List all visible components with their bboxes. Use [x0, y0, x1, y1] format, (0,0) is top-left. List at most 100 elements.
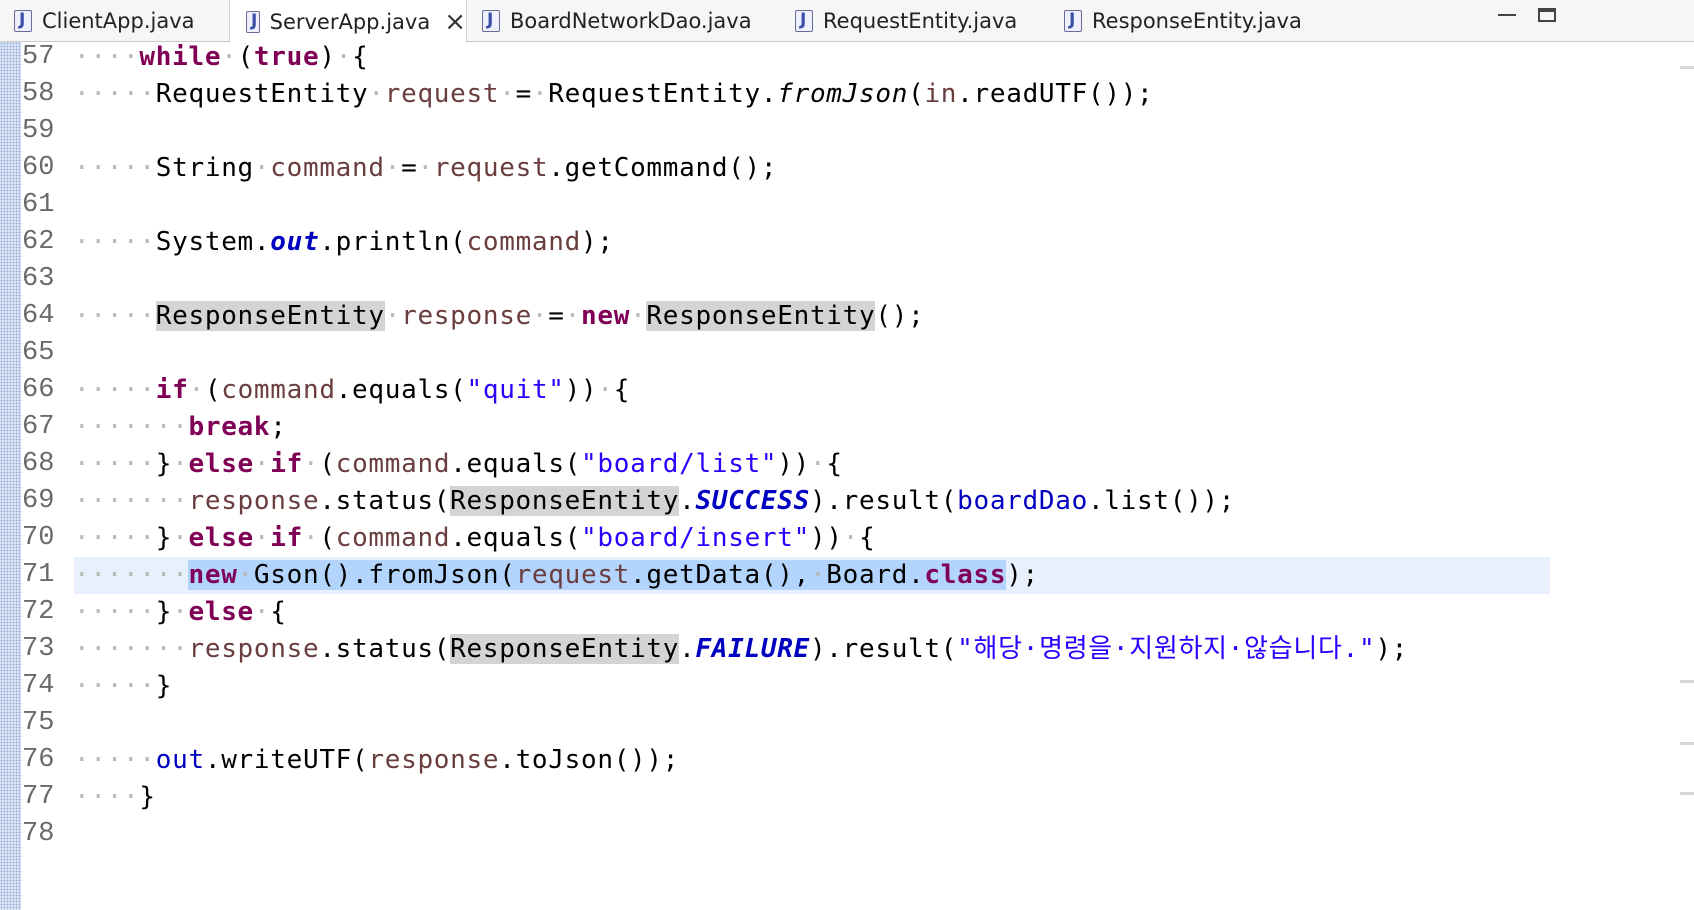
- tab-label: BoardNetworkDao.java: [510, 9, 752, 33]
- code-token: ·: [303, 449, 320, 479]
- code-line[interactable]: 61: [0, 187, 1694, 224]
- code-token: (: [319, 449, 336, 479]
- code-token: {: [352, 42, 369, 72]
- java-file-icon: [246, 10, 260, 33]
- code-token: RequestEntity.: [548, 79, 778, 109]
- tab-server-app[interactable]: ServerApp.java ×: [229, 0, 467, 43]
- code-token: ·····: [74, 79, 156, 109]
- code-line[interactable]: 57 ····while·(true)·{: [0, 42, 1694, 76]
- code-token: .toJson());: [499, 745, 680, 775]
- code-text[interactable]: ·····if·(command.equals("quit"))·{: [74, 372, 630, 409]
- editor-ruler[interactable]: [0, 42, 21, 910]
- code-token: {: [270, 597, 287, 627]
- code-token: response: [188, 486, 320, 516]
- code-token: {: [859, 523, 876, 553]
- code-text[interactable]: ·······new·Gson().fromJson(request.getDa…: [74, 557, 1039, 594]
- code-token: ResponseEntity: [155, 301, 385, 331]
- code-token: ·: [368, 79, 385, 109]
- tab-client-app[interactable]: ClientApp.java: [0, 0, 228, 42]
- code-token: .getCommand();: [548, 153, 778, 183]
- code-token: "board/insert": [581, 523, 810, 553]
- code-token: }: [139, 782, 156, 812]
- overview-marker[interactable]: [1680, 792, 1694, 795]
- code-token: ();: [875, 301, 925, 331]
- code-token: else: [188, 449, 254, 479]
- code-text[interactable]: ·····System.out.println(command);: [74, 224, 614, 261]
- code-text[interactable]: ·····String·command·=·request.getCommand…: [74, 150, 777, 187]
- code-token: ·····: [74, 523, 156, 553]
- code-token: out: [155, 745, 205, 775]
- code-token: ·: [630, 301, 647, 331]
- code-text[interactable]: ·····out.writeUTF(response.toJson());: [74, 742, 679, 779]
- code-token: if: [155, 375, 189, 405]
- code-line[interactable]: 63: [0, 261, 1694, 298]
- code-text[interactable]: ·····}·else·{: [74, 594, 287, 631]
- code-line[interactable]: 77····}: [0, 779, 1694, 816]
- code-text[interactable]: ·····RequestEntity·request·=·RequestEnti…: [74, 76, 1153, 113]
- code-token: ·: [172, 523, 189, 553]
- line-number: 57: [22, 42, 55, 72]
- code-line[interactable]: 75: [0, 705, 1694, 742]
- overview-marker[interactable]: [1680, 66, 1694, 69]
- code-text[interactable]: ·····}·else·if·(command.equals("board/in…: [74, 520, 875, 557]
- code-line[interactable]: 60·····String·command·=·request.getComma…: [0, 150, 1694, 187]
- code-token: true: [253, 42, 320, 72]
- code-text[interactable]: ·······break;: [74, 409, 287, 446]
- code-line[interactable]: 62·····System.out.println(command);: [0, 224, 1694, 261]
- code-line[interactable]: 72·····}·else·{: [0, 594, 1694, 631]
- code-line[interactable]: 68·····}·else·if·(command.equals("board/…: [0, 446, 1694, 483]
- java-file-icon: [482, 10, 500, 32]
- code-text[interactable]: ····while·(true)·{: [74, 42, 368, 76]
- code-line[interactable]: 66·····if·(command.equals("quit"))·{: [0, 372, 1694, 409]
- code-token: )): [809, 523, 843, 553]
- code-token: (: [319, 523, 336, 553]
- code-token: request: [433, 153, 549, 183]
- code-token: ·······: [74, 412, 189, 442]
- code-token: ·····: [74, 301, 156, 331]
- code-text[interactable]: ·····}·else·if·(command.equals("board/li…: [74, 446, 843, 483]
- code-line[interactable]: 67·······break;: [0, 409, 1694, 446]
- code-text[interactable]: ·····}: [74, 668, 172, 705]
- line-number: 69: [22, 486, 55, 516]
- code-token: ): [319, 42, 336, 72]
- maximize-icon[interactable]: [1538, 8, 1556, 22]
- code-token: ·····: [74, 597, 156, 627]
- close-icon[interactable]: ×: [444, 6, 466, 37]
- code-token: if: [270, 523, 303, 553]
- tab-board-network-dao[interactable]: BoardNetworkDao.java: [468, 0, 780, 42]
- code-text[interactable]: ·····ResponseEntity·response·=·new·Respo…: [74, 298, 924, 335]
- tab-request-entity[interactable]: RequestEntity.java: [781, 0, 1053, 42]
- minimize-icon[interactable]: [1498, 8, 1516, 16]
- code-token: .getData(),: [630, 560, 810, 590]
- code-line[interactable]: 73 ·······response.status(ResponseEntity.…: [0, 631, 1694, 668]
- code-text[interactable]: ····}: [74, 779, 156, 816]
- code-line[interactable]: 71·······new·Gson().fromJson(request.get…: [0, 557, 1694, 594]
- code-text[interactable]: ·······response.status(ResponseEntity.SU…: [74, 483, 1235, 520]
- code-token: ·: [253, 449, 271, 479]
- code-token: while: [139, 42, 222, 72]
- tab-response-entity[interactable]: ResponseEntity.java: [1054, 0, 1314, 42]
- code-token: ResponseEntity: [450, 634, 680, 664]
- overview-ruler[interactable]: [1678, 42, 1694, 910]
- code-editor[interactable]: 57····while·(true)·{58·····RequestEntity…: [0, 42, 1694, 910]
- line-number: 73: [22, 634, 55, 664]
- overview-marker[interactable]: [1680, 680, 1694, 683]
- code-line[interactable]: 58·····RequestEntity·request·=·RequestEn…: [0, 76, 1694, 113]
- code-line[interactable]: 74·····}: [0, 668, 1694, 705]
- overview-marker[interactable]: [1680, 742, 1694, 745]
- code-token: class: [924, 560, 1007, 590]
- code-line[interactable]: 64·····ResponseEntity·response·=·new·Res…: [0, 298, 1694, 335]
- code-token: ····: [74, 42, 140, 72]
- code-token: ).result(: [809, 634, 958, 664]
- code-line[interactable]: 76·····out.writeUTF(response.toJson());: [0, 742, 1694, 779]
- code-token: .writeUTF(: [204, 745, 369, 775]
- code-line[interactable]: 69 ·······response.status(ResponseEntity.…: [0, 483, 1694, 520]
- code-token: ·: [253, 597, 271, 627]
- code-line[interactable]: 70·····}·else·if·(command.equals("board/…: [0, 520, 1694, 557]
- code-line[interactable]: 78: [0, 816, 1694, 853]
- code-token: )): [777, 449, 810, 479]
- code-token: (: [204, 375, 222, 405]
- code-line[interactable]: 65: [0, 335, 1694, 372]
- code-text[interactable]: ·······response.status(ResponseEntity.FA…: [74, 631, 1408, 668]
- code-line[interactable]: 59: [0, 113, 1694, 150]
